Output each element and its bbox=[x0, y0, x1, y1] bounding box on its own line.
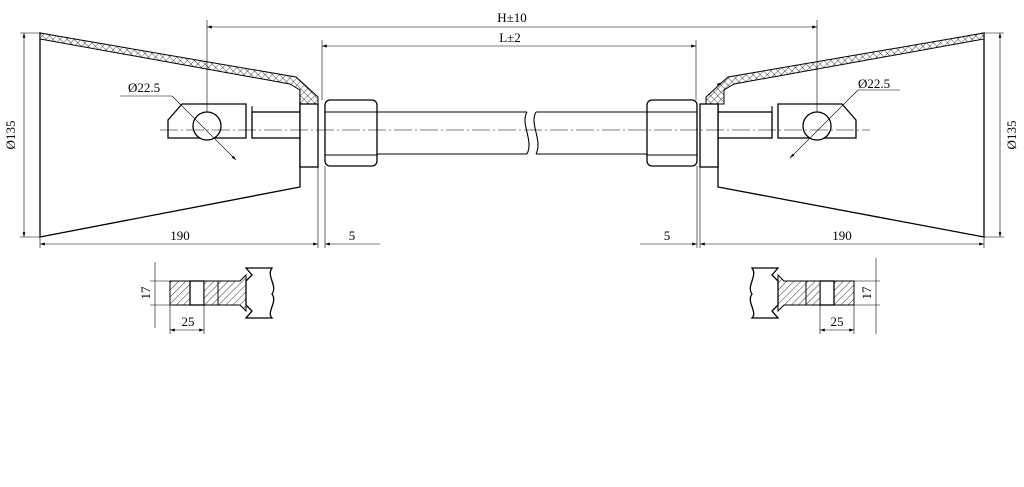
right-flange bbox=[699, 103, 719, 168]
l-dim-label: L±2 bbox=[499, 30, 521, 45]
right-190-label: 190 bbox=[832, 228, 852, 243]
rod-break-left bbox=[524, 111, 530, 155]
right-shaft bbox=[717, 111, 773, 139]
right-end-assembly bbox=[646, 32, 985, 238]
right-hole-label: Ø22.5 bbox=[858, 76, 890, 91]
right-17-label: 17 bbox=[859, 286, 874, 300]
left-190-label: 190 bbox=[170, 228, 190, 243]
left-25-label: 25 bbox=[182, 314, 195, 329]
right-section-shaft bbox=[749, 267, 780, 319]
right-nut bbox=[646, 99, 698, 167]
left-section-shaft bbox=[244, 267, 275, 319]
left-end-assembly bbox=[39, 32, 378, 238]
left-hole-leader bbox=[171, 95, 237, 161]
rod bbox=[377, 111, 647, 155]
left-flange bbox=[299, 103, 319, 168]
right-section-hole bbox=[819, 280, 835, 306]
right-25-label: 25 bbox=[831, 314, 844, 329]
left-hole bbox=[192, 111, 222, 141]
right-section-view: 17 25 bbox=[749, 258, 880, 334]
left-5-label: 5 bbox=[349, 228, 356, 243]
left-section-hatch-a bbox=[169, 280, 191, 306]
h-dim-label: H±10 bbox=[497, 10, 527, 25]
right-section-hatch-c bbox=[777, 273, 807, 313]
right-dia-label: Ø135 bbox=[1004, 121, 1019, 150]
left-section-hole bbox=[189, 280, 205, 306]
right-5-label: 5 bbox=[664, 228, 671, 243]
left-17-label: 17 bbox=[138, 286, 153, 300]
left-section-view: 17 25 bbox=[138, 262, 275, 334]
left-nut bbox=[324, 99, 378, 167]
right-section-hatch-a bbox=[833, 280, 855, 306]
left-hole-label: Ø22.5 bbox=[128, 80, 160, 95]
right-hole-leader bbox=[789, 89, 859, 159]
rod-break-right bbox=[533, 111, 539, 155]
right-hole bbox=[802, 111, 832, 141]
right-section-hatch-b bbox=[805, 280, 821, 306]
left-dia-label: Ø135 bbox=[3, 121, 18, 150]
left-section-hatch-b bbox=[203, 280, 219, 306]
left-section-hatch-c bbox=[217, 273, 247, 313]
left-shaft bbox=[251, 111, 301, 139]
